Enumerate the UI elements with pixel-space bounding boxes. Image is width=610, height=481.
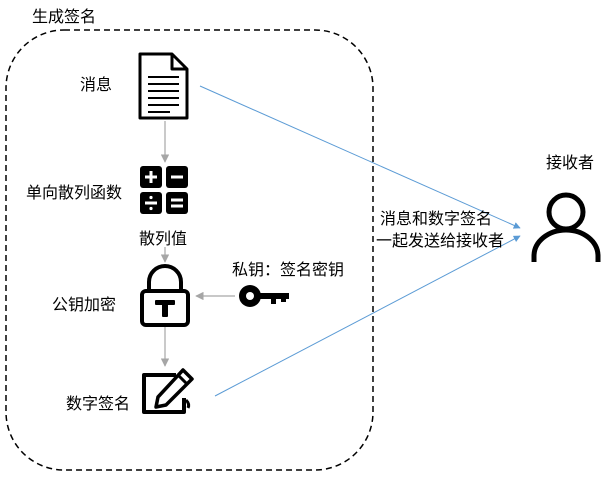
private-key-label: 私钥：签名密钥 xyxy=(232,260,344,279)
encryption-label: 公钥加密 xyxy=(52,295,116,314)
key-icon xyxy=(239,285,289,307)
signature-send-line xyxy=(214,235,521,397)
document-icon xyxy=(138,52,189,120)
receiver-label: 接收者 xyxy=(546,153,594,172)
hash-value-label: 散列值 xyxy=(139,229,187,248)
lock-icon xyxy=(140,264,190,327)
group-title: 生成签名 xyxy=(32,7,96,26)
send-note-line1: 消息和数字签名 xyxy=(380,209,492,228)
message-label: 消息 xyxy=(80,75,112,94)
message-send-line xyxy=(199,85,521,229)
calculator-icon xyxy=(140,166,188,214)
user-icon xyxy=(531,192,601,262)
send-note-line2: 一起发送给接收者 xyxy=(376,231,504,250)
signature-label: 数字签名 xyxy=(66,394,130,413)
signature-pen-icon xyxy=(142,368,194,414)
generate-signature-group xyxy=(5,29,374,471)
hash-function-label: 单向散列函数 xyxy=(26,183,122,202)
